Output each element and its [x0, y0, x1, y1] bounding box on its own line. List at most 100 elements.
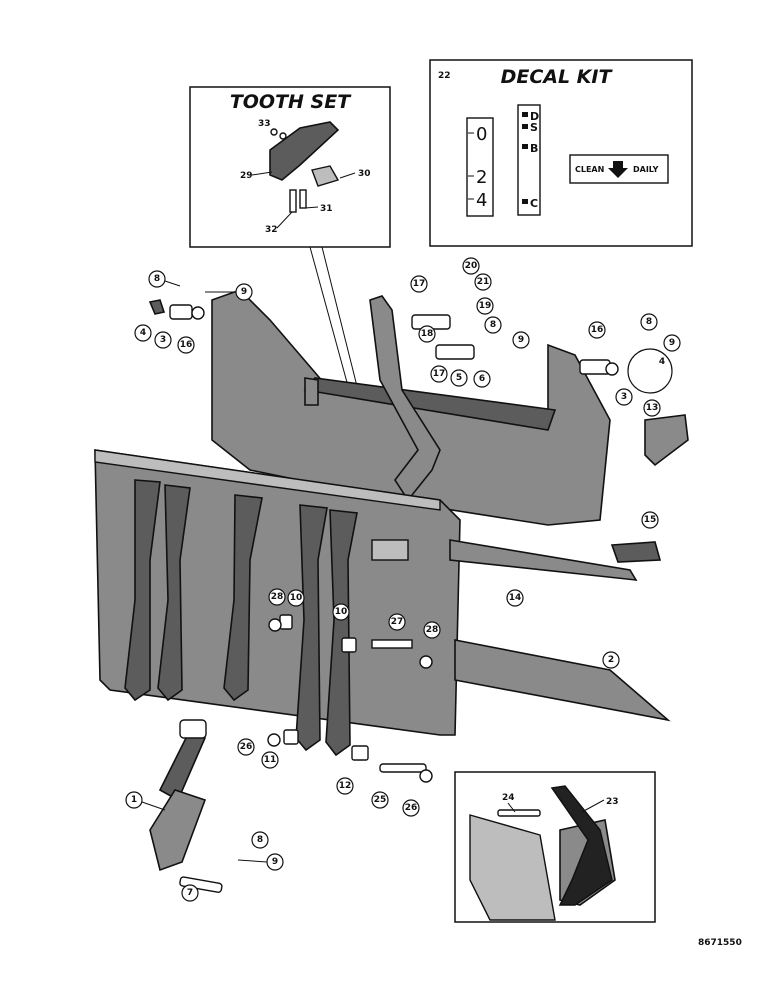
svg-text:8: 8 — [154, 274, 160, 284]
hose-drawing — [550, 785, 613, 906]
callout-8: 8 — [148, 270, 166, 288]
svg-text:5: 5 — [456, 373, 462, 383]
callout-21: 21 — [474, 273, 492, 291]
svg-text:9: 9 — [241, 287, 247, 297]
svg-text:27: 27 — [391, 617, 404, 627]
decal-kit-title: DECAL KIT — [501, 66, 614, 88]
callout-9: 9 — [235, 283, 253, 301]
svg-text:28: 28 — [271, 592, 284, 602]
callout-27: 27 — [388, 613, 406, 631]
long-tine-drawing — [454, 639, 671, 722]
callout-9: 9 — [266, 853, 284, 871]
svg-text:6: 6 — [479, 374, 485, 384]
callout-23: 23 — [606, 797, 619, 807]
svg-text:9: 9 — [518, 335, 524, 345]
callout-20: 20 — [462, 257, 480, 275]
gauge-mark-s: S — [530, 121, 538, 134]
gauge-mark-2: 2 — [476, 167, 487, 188]
svg-text:26: 26 — [240, 742, 253, 752]
drawing-number: 8671550 — [698, 938, 742, 948]
svg-text:28: 28 — [426, 625, 439, 635]
short-tine-drawing — [449, 539, 638, 581]
decal-kit-inset: 22 DECAL KIT 0 2 4 D S B C CLEAN DAILY — [429, 59, 693, 247]
callout-16: 16 — [177, 336, 195, 354]
callout-28: 28 — [268, 588, 286, 606]
svg-text:9: 9 — [272, 857, 278, 867]
svg-text:12: 12 — [339, 781, 352, 791]
gauge-mark-b: B — [530, 142, 538, 155]
callout-9: 9 — [663, 334, 681, 352]
svg-text:15: 15 — [644, 515, 657, 525]
tooth-nut-drawing — [270, 128, 278, 136]
callout-18: 18 — [418, 325, 436, 343]
svg-text:14: 14 — [509, 593, 522, 603]
tooth-nut-drawing — [279, 132, 287, 140]
callout-33: 33 — [258, 119, 271, 129]
callout-28: 28 — [423, 621, 441, 639]
callout-3: 3 — [154, 331, 172, 349]
callout-8: 8 — [251, 831, 269, 849]
callout-26: 26 — [402, 799, 420, 817]
callout-10: 10 — [287, 589, 305, 607]
callout-24: 24 — [502, 793, 515, 803]
svg-text:11: 11 — [264, 755, 277, 765]
position-gauge-decal — [517, 104, 541, 216]
hydraulic-cylinder-drawing — [158, 728, 207, 802]
svg-text:3: 3 — [621, 392, 627, 402]
boom-arm-drawing — [369, 295, 441, 502]
callout-4: 4 — [627, 348, 673, 394]
tooth-plate-drawing — [311, 165, 340, 187]
down-arrow-icon — [608, 161, 628, 178]
svg-text:1: 1 — [131, 795, 137, 805]
callout-7: 7 — [181, 884, 199, 902]
callout-bubbles: 8 9 4 3 16 20 21 17 19 18 8 9 17 5 6 16 … — [125, 257, 681, 902]
gauge-mark-d: D — [530, 110, 539, 123]
callout-8: 8 — [640, 313, 658, 331]
callout-8: 8 — [484, 316, 502, 334]
svg-text:4: 4 — [140, 328, 146, 338]
gauge-mark-c: C — [530, 197, 538, 210]
callout-5: 5 — [450, 369, 468, 387]
svg-text:3: 3 — [160, 335, 166, 345]
pin-drawing — [371, 639, 413, 649]
svg-text:17: 17 — [413, 279, 426, 289]
callout-12: 12 — [336, 777, 354, 795]
callout-31: 31 — [320, 204, 333, 214]
svg-text:8: 8 — [257, 835, 263, 845]
svg-text:8: 8 — [646, 317, 652, 327]
callout-9: 9 — [512, 331, 530, 349]
svg-text:7: 7 — [187, 888, 193, 898]
svg-text:9: 9 — [669, 338, 675, 348]
callout-16: 16 — [588, 321, 606, 339]
detail-inset: 24 23 — [454, 771, 656, 923]
callout-26: 26 — [237, 738, 255, 756]
callout-6: 6 — [473, 370, 491, 388]
callout-15: 15 — [641, 511, 659, 529]
callout-14: 14 — [506, 589, 524, 607]
level-gauge-decal — [466, 117, 494, 217]
svg-text:17: 17 — [433, 369, 446, 379]
svg-text:25: 25 — [374, 795, 387, 805]
svg-text:21: 21 — [477, 277, 490, 287]
nameplate-drawing — [371, 539, 409, 561]
svg-text:16: 16 — [591, 325, 604, 335]
callout-1: 1 — [125, 791, 143, 809]
callout-4: 4 — [134, 324, 152, 342]
svg-text:18: 18 — [421, 329, 434, 339]
svg-text:26: 26 — [405, 803, 418, 813]
svg-text:10: 10 — [335, 607, 348, 617]
callout-11: 11 — [261, 751, 279, 769]
callout-3: 3 — [615, 388, 633, 406]
tooth-bolt-drawing — [299, 189, 307, 209]
gauge-mark-0: 0 — [476, 124, 487, 145]
callout-29: 29 — [240, 171, 253, 181]
svg-text:8: 8 — [490, 320, 496, 330]
callout-10: 10 — [332, 603, 350, 621]
tooth-bolt-drawing — [289, 189, 297, 213]
callout-30: 30 — [358, 169, 371, 179]
svg-text:10: 10 — [290, 593, 303, 603]
svg-text:4: 4 — [659, 357, 665, 367]
svg-text:16: 16 — [180, 340, 193, 350]
svg-text:13: 13 — [646, 403, 659, 413]
